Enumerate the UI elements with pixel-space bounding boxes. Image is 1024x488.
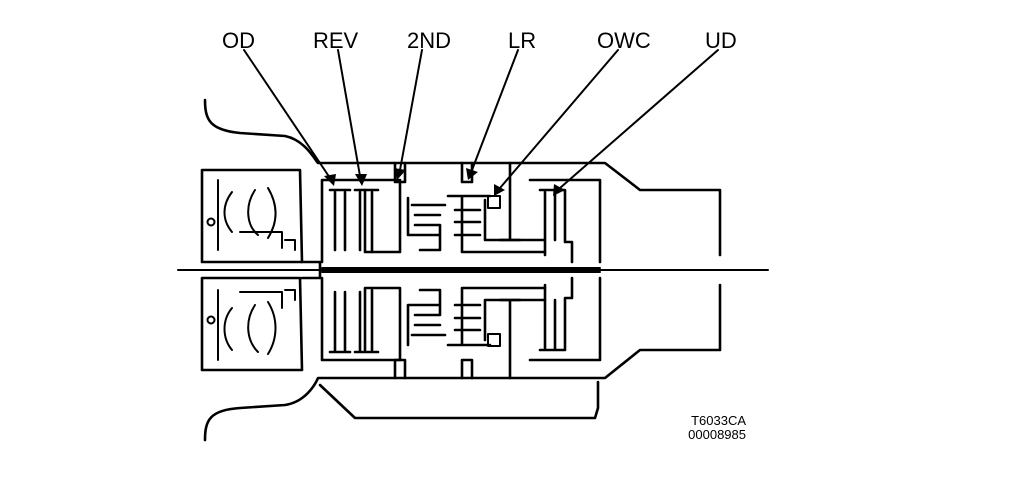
label-2nd: 2ND [407, 28, 452, 53]
leader-owc [499, 49, 619, 189]
converter-inner-lower [217, 289, 296, 361]
owc-element-lower [487, 333, 501, 347]
reference-block: T6033CA 00008985 [674, 413, 746, 443]
arrow-ud [553, 184, 565, 196]
od-clutch-lower [328, 290, 352, 354]
od-clutch-upper [328, 188, 352, 252]
rev-clutch-upper [353, 188, 380, 254]
rev-clutch-lower [353, 288, 380, 354]
ud-clutch-lower [528, 276, 602, 362]
lr-clutch-lower [460, 358, 474, 380]
housing-upper [203, 98, 722, 257]
housing-bottom-pan [318, 380, 600, 420]
label-lr: LR [508, 28, 537, 53]
converter-pivot-upper [206, 217, 216, 227]
leader-rev [337, 49, 361, 177]
owc-element-upper [487, 195, 501, 209]
label-owc: OWC [597, 28, 651, 53]
housing-lower [203, 283, 722, 442]
converter-inner-upper [217, 179, 296, 251]
planetary-rear-lower [446, 286, 547, 347]
reference-code: T6033CA [691, 413, 746, 428]
leader-lr [471, 49, 519, 171]
reference-number: 00008985 [688, 427, 746, 443]
second-clutch-upper [393, 161, 407, 184]
input-shaft [300, 260, 322, 280]
converter-pivot-lower [206, 315, 216, 325]
arrow-rev [355, 174, 367, 186]
clutch-drum-lower [320, 276, 402, 362]
second-clutch-lower [393, 358, 407, 380]
arrow-lr [466, 168, 478, 180]
planetary-front-lower [406, 288, 447, 347]
inner-shaft [321, 267, 601, 273]
leader-ud [559, 49, 719, 189]
arrow-2nd [394, 168, 406, 180]
ud-clutch-upper [528, 178, 602, 264]
label-ud: UD [705, 28, 737, 53]
clutch-drum-upper [320, 178, 402, 264]
label-rev: REV [313, 28, 359, 53]
arrow-od [324, 174, 336, 186]
owc-upper [498, 161, 522, 242]
leader-2nd [399, 49, 423, 171]
owc-lower [498, 298, 522, 380]
label-od: OD [222, 28, 255, 53]
planetary-front-upper [406, 196, 447, 252]
leader-od [243, 49, 331, 179]
arrow-owc [494, 184, 505, 196]
planetary-rear-upper [446, 194, 547, 254]
